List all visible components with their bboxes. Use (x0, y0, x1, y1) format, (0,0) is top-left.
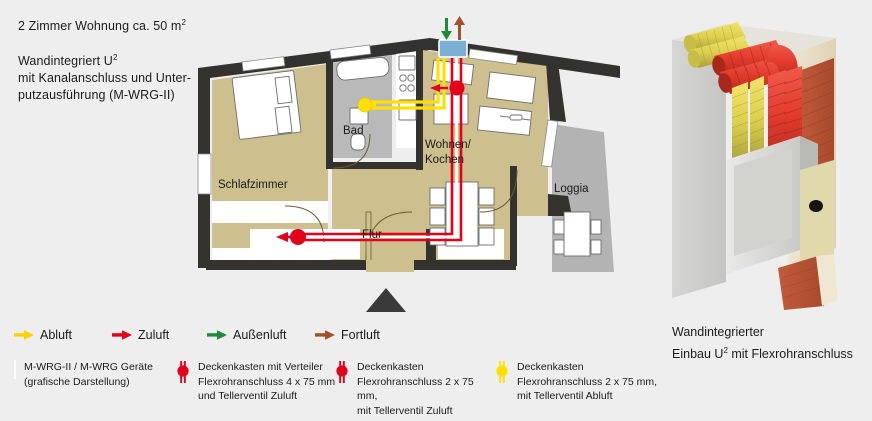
legend-symbol-device: M-WRG-II / M-WRG Geräte (grafische Darst… (14, 360, 174, 389)
wall-front-face (672, 24, 726, 298)
wall-shell (198, 38, 620, 268)
superscript-2: 2 (181, 18, 187, 27)
label-bad: Bad (343, 125, 363, 137)
legend-label-fortluft: Fortluft (341, 328, 380, 342)
hob-burner-3 (399, 84, 407, 92)
zuluft-arrow-wohnen (430, 84, 440, 92)
legend-label-zuluft: Zuluft (138, 328, 170, 342)
legend-item-zuluft: Zuluft (112, 328, 169, 342)
label-kochen: Kochen (425, 154, 464, 166)
label-schlafzimmer: Schlafzimmer (218, 179, 288, 191)
red-valve-icon (335, 361, 349, 390)
kitchen-unit (398, 99, 417, 121)
airflow-legend: Abluft Zuluft Außenluft Fortluft (14, 328, 414, 350)
heading-line-1: 2 Zimmer Wohnung ca. 50 m2 (18, 18, 187, 34)
top-wall-band (241, 44, 518, 72)
legend-symbol-abluft-box-text: Deckenkasten Flexrohranschluss 2 x 75 mm… (517, 361, 658, 402)
entrance-triangle-marker (366, 288, 406, 312)
bottom-brick-hatch (781, 265, 823, 299)
legend-symbol-verteiler: Deckenkasten mit Verteiler Flexrohransch… (176, 360, 346, 404)
legend-item-aussenluft: Außenluft (207, 328, 287, 342)
render-caption-line-2: Einbau U2 mit Flexrohranschluss (672, 345, 853, 361)
legend-item-fortluft: Fortluft (315, 328, 380, 342)
blue-rectangle-icon (14, 360, 16, 379)
pillow-2 (274, 105, 293, 135)
entrance-opening (366, 260, 414, 272)
label-loggia: Loggia (554, 183, 589, 195)
wohnen-unit-right (486, 71, 537, 104)
wc (350, 133, 366, 151)
mwrg-device (438, 39, 468, 58)
symbol-legend: M-WRG-II / M-WRG Geräte (grafische Darst… (14, 360, 657, 418)
loggia-chair-4 (590, 239, 602, 255)
abluft-valve-dot (357, 97, 373, 113)
abluft-duct (368, 58, 446, 110)
loggia-chair-3 (590, 219, 602, 235)
legend-label-aussenluft: Außenluft (233, 328, 287, 342)
label-flur: Flur (362, 229, 382, 241)
legend-item-abluft: Abluft (14, 328, 72, 342)
red-duct-pair (712, 40, 792, 94)
kitchen-sink (398, 55, 416, 71)
yellow-valve-icon (495, 361, 509, 390)
chair-r3 (478, 227, 495, 246)
zuluft-arrow-flur (276, 232, 288, 242)
hob-burner-4 (407, 84, 415, 92)
window-right-wohnen (541, 119, 559, 168)
chair-l2 (429, 207, 446, 226)
window-wohnen-top (468, 48, 518, 66)
red-valve-icon (176, 361, 190, 390)
legend-symbol-verteiler-text: Deckenkasten mit Verteiler Flexrohransch… (198, 361, 336, 402)
aussenluft-arrow (441, 18, 452, 40)
superscript-2: 2 (723, 345, 728, 355)
superscript-2: 2 (112, 53, 118, 63)
legend-symbol-zuluft-box: Deckenkasten Flexrohranschluss 2 x 75 mm… (335, 360, 495, 418)
heading-line-4: putzausführung (M-WRG-II) (18, 88, 175, 103)
room-labels: Schlafzimmer Bad Wohnen/ Kochen Flur Log… (218, 125, 589, 241)
chair-r1 (478, 187, 495, 206)
wall-unit-3d-illustration (668, 10, 866, 310)
abluft-arrow-icon (14, 330, 34, 340)
loggia-chair-1 (553, 219, 565, 235)
chair-l1 (429, 187, 446, 206)
zuluft-duct (298, 58, 463, 242)
render-caption-line-1: Wandintegrierter (672, 325, 764, 339)
side-insulation (800, 160, 834, 266)
window-schlafzimmer-top (241, 56, 286, 72)
sideboard-2 (476, 105, 533, 136)
heading-line-2: Wandintegriert U2 (18, 53, 118, 69)
loggia-chair-2 (553, 239, 565, 255)
render-caption: Wandintegrierter Einbau U2 mit Flexrohra… (672, 324, 872, 363)
label-wohnen: Wohnen/ (425, 139, 472, 151)
zuluft-valve-wohnen (449, 80, 465, 96)
schlafzimmer-window-sill-a (212, 201, 328, 223)
fortluft-arrow-icon (315, 330, 335, 340)
floorplan-diagram: Schlafzimmer Bad Wohnen/ Kochen Flur Log… (180, 16, 650, 316)
fortluft-arrow (454, 16, 465, 40)
legend-symbol-device-text: M-WRG-II / M-WRG Geräte (grafische Darst… (24, 361, 153, 388)
radiator (499, 114, 531, 121)
bottom-brick-flap (778, 256, 824, 310)
loggia-table (563, 211, 591, 257)
hob-burner-1 (399, 74, 407, 82)
aussenluft-arrow-icon (207, 330, 227, 340)
exterior-wall-right (546, 62, 572, 216)
bottom-insul-flap (816, 254, 838, 306)
bathtub (336, 56, 390, 81)
yellow-duct-pair (683, 22, 752, 68)
wall-outlet (809, 200, 823, 212)
zuluft-arrow-icon (112, 330, 132, 340)
unit-panel (734, 148, 792, 256)
window-left (197, 153, 212, 195)
pillow-1 (274, 75, 293, 105)
hob-burner-2 (407, 74, 415, 82)
legend-symbol-zuluft-box-text: Deckenkasten Flexrohranschluss 2 x 75 mm… (357, 361, 474, 417)
heading-line-3: mit Kanalanschluss und Unter- (18, 71, 192, 86)
heading-block: 2 Zimmer Wohnung ca. 50 m2 Wandintegrier… (18, 14, 348, 104)
legend-symbol-abluft-box: Deckenkasten Flexrohranschluss 2 x 75 mm… (495, 360, 660, 404)
legend-label-abluft: Abluft (40, 328, 72, 342)
window-bad-top (329, 44, 372, 60)
